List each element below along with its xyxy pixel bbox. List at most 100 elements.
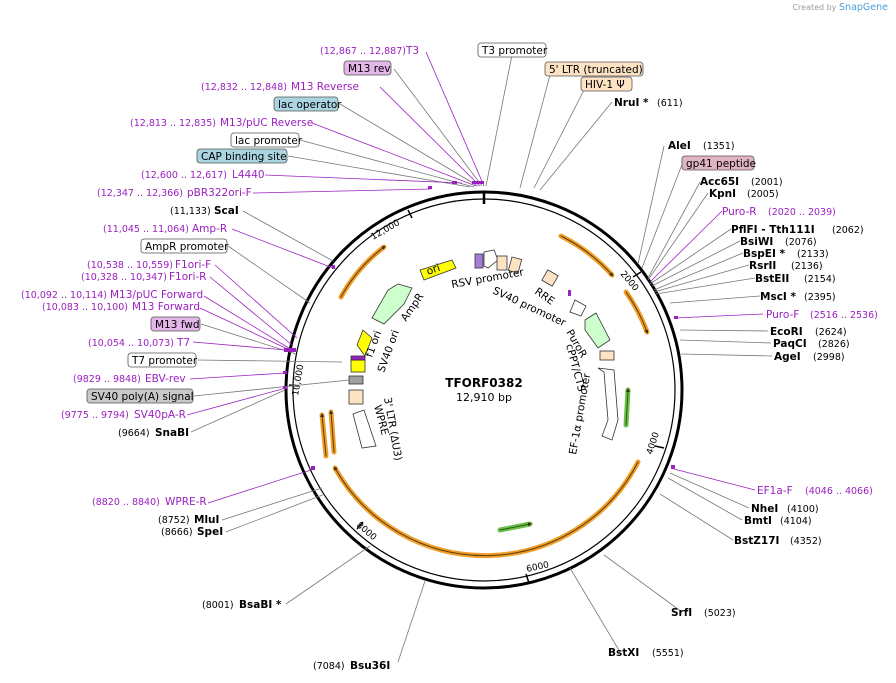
right-label-bsiwi[interactable]: BsiWI (2076) (740, 236, 817, 248)
ampr-arrow (371, 283, 413, 325)
left-label-amp-r[interactable]: (11,045 .. 11,064) Amp-R (103, 223, 227, 235)
coord-ebv-rev: (9829 .. 9848) (73, 374, 141, 385)
ltr-block (474, 253, 484, 269)
right-label-acc65i[interactable]: Acc65I (2001) (700, 176, 783, 188)
left-label-sv40-polya[interactable]: SV40 poly(A) signal (86, 388, 194, 404)
left-label-f1ori-f[interactable]: (10,538 .. 10,559) F1ori-F (87, 259, 211, 271)
name-m13-fwd: M13 fwd (155, 319, 200, 331)
name-ebv-rev: EBV-rev (145, 373, 186, 385)
left-label-f1ori-r[interactable]: (10,328 .. 10,347) F1ori-R (81, 271, 206, 283)
left-label-m13-rev[interactable]: M13 rev (343, 60, 392, 76)
right-label-bstxi[interactable]: BstXI (5551) (608, 647, 684, 659)
left-label-scai[interactable]: (11,133) ScaI (170, 205, 239, 217)
right-label-bmti[interactable]: BmtI (4104) (744, 515, 812, 527)
left-label-t3[interactable]: (12,867 .. 12,887) T3 (320, 45, 419, 57)
left-label-bsu36i[interactable]: (7084) Bsu36I (313, 660, 390, 672)
coord-nrui: (611) (657, 98, 683, 109)
coord-m13-forward: (10,083 .. 10,100) (42, 302, 128, 313)
right-label-t3-promoter[interactable]: T3 promoter (477, 42, 548, 58)
right-label-puro-r[interactable]: Puro-R (2020 .. 2039) (722, 206, 836, 218)
coord-t7: (10,054 .. 10,073) (88, 338, 174, 349)
name-bsabi: BsaBI * (239, 599, 282, 611)
left-label-snabi[interactable]: (9664) SnaBI (118, 427, 189, 439)
coord-puro-f: (2516 .. 2536) (810, 310, 878, 321)
coord-srfi: (5023) (704, 608, 736, 619)
name-alei: AleI (668, 140, 691, 152)
right-label-nhei[interactable]: NheI (4100) (751, 503, 819, 515)
name-srfi: SrfI (671, 607, 692, 619)
coord-pbr322ori: (12,347 .. 12,366) (97, 188, 183, 199)
coord-scai: (11,133) (170, 206, 211, 217)
left-label-cap-binding[interactable]: CAP binding site (196, 148, 288, 164)
label-rsv-promoter: RSV promoter (450, 266, 525, 291)
right-label-nrui[interactable]: NruI * (611) (614, 97, 683, 109)
coord-msci: (2395) (804, 292, 836, 303)
name-m13puc-forward: M13/pUC Forward (110, 289, 203, 301)
wpre-arrow (352, 409, 377, 449)
name-f1ori-f: F1ori-F (175, 259, 211, 271)
left-label-spei[interactable]: (8666) SpeI (161, 526, 223, 538)
right-label-srfi[interactable]: SrfI (5023) (671, 607, 736, 619)
coord-sv40pa-r: (9775 .. 9794) (61, 410, 129, 421)
coord-bspei: (2133) (797, 249, 829, 260)
left-label-lac-operator[interactable]: lac operator (273, 96, 342, 112)
right-label-rsrii[interactable]: RsrII (2136) (749, 260, 823, 272)
right-label-bsteii[interactable]: BstEII (2154) (755, 273, 836, 285)
right-label-kpni[interactable]: KpnI (2005) (709, 188, 779, 200)
right-label-puro-f[interactable]: Puro-F (2516 .. 2536) (766, 309, 878, 321)
right-label-msci[interactable]: MscI * (2395) (760, 291, 836, 303)
name-ecori: EcoRI (770, 326, 803, 338)
coord-ef1a-f: (4046 .. 4066) (805, 486, 873, 497)
name-paqci: PaqCI (773, 338, 807, 350)
left-label-t7-promoter[interactable]: T7 promoter (127, 352, 198, 368)
left-label-m13-reverse[interactable]: (12,832 .. 12,848) M13 Reverse (201, 81, 359, 93)
left-label-m13puc-forward[interactable]: (10,092 .. 10,114) M13/pUC Forward (21, 289, 203, 301)
coord-bsabi: (8001) (202, 600, 234, 611)
coord-paqci: (2826) (818, 339, 850, 350)
name-pbr322ori: pBR322ori-F (187, 187, 252, 199)
left-label-ampr-promoter[interactable]: AmpR promoter (140, 238, 229, 254)
left-label-m13-fwd[interactable]: M13 fwd (150, 316, 201, 332)
name-l4440: L4440 (232, 169, 265, 181)
name-5ltr: 5' LTR (truncated) (549, 64, 643, 76)
left-label-bsabi[interactable]: (8001) BsaBI * (202, 599, 282, 611)
left-label-t7[interactable]: (10,054 .. 10,073) T7 (88, 337, 190, 349)
left-label-lac-promoter[interactable]: lac promoter (230, 132, 303, 148)
right-label-bstz17i[interactable]: BstZ17I (4352) (734, 535, 822, 547)
right-label-ecori[interactable]: EcoRI (2624) (770, 326, 847, 338)
name-acc65i: Acc65I (700, 176, 739, 188)
name-gp41: gp41 peptide (686, 158, 756, 170)
right-label-alei[interactable]: AleI (1351) (668, 140, 735, 152)
left-label-m13-forward[interactable]: (10,083 .. 10,100) M13 Forward (42, 301, 200, 313)
rre-block (507, 256, 523, 274)
name-pflfi: PflFI - Tth111I (731, 224, 815, 236)
ltr-block-2 (496, 255, 508, 271)
right-label-ef1a-f[interactable]: EF1a-F (4046 .. 4066) (757, 485, 873, 497)
left-label-pbr322ori[interactable]: (12,347 .. 12,366) pBR322ori-F (97, 187, 252, 199)
snapgene-watermark: Created by SnapGene (792, 2, 888, 13)
purple-strip (350, 355, 366, 361)
right-label-pflfi[interactable]: PflFI - Tth111I (2062) (731, 224, 864, 236)
coord-t3: (12,867 .. 12,887) (320, 46, 406, 57)
right-label-gp41[interactable]: gp41 peptide (681, 155, 756, 171)
right-label-hiv-psi[interactable]: HIV-1 Ψ (580, 76, 633, 92)
right-label-5ltr[interactable]: 5' LTR (truncated) (544, 61, 644, 77)
created-by-text: Created by (792, 3, 837, 12)
right-label-agei[interactable]: AgeI (2998) (774, 351, 845, 363)
name-nrui: NruI * (614, 97, 649, 109)
left-label-sv40pa-r[interactable]: (9775 .. 9794) SV40pA-R (61, 409, 186, 421)
name-bmti: BmtI (744, 515, 772, 527)
left-label-wpre-r[interactable]: (8820 .. 8840) WPRE-R (92, 496, 207, 508)
left-label-mlui[interactable]: (8752) MluI (158, 514, 219, 526)
coord-ecori: (2624) (815, 327, 847, 338)
right-label-paqci[interactable]: PaqCI (2826) (773, 338, 850, 350)
left-label-ebv-rev[interactable]: (9829 .. 9848) EBV-rev (73, 373, 186, 385)
name-lac-promoter: lac promoter (235, 135, 303, 147)
left-label-m13puc-reverse[interactable]: (12,813 .. 12,835) M13/pUC Reverse (130, 117, 313, 129)
coord-bmti: (4104) (780, 516, 812, 527)
snapgene-logo-text: SnapGene (839, 2, 888, 13)
left-label-l4440[interactable]: (12,600 .. 12,617) L4440 (141, 169, 265, 181)
right-label-bspei[interactable]: BspEI * (2133) (743, 248, 829, 260)
tick-label-6000: 6000 (526, 560, 551, 575)
